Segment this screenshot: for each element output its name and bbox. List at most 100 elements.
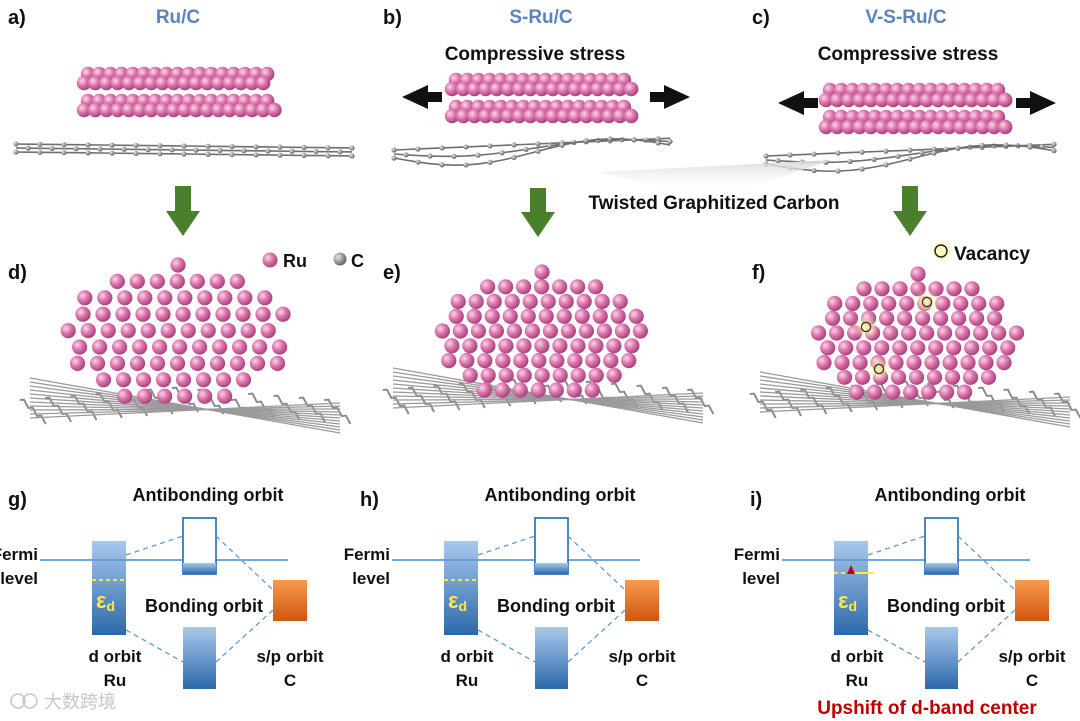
stress-arrow-right-b — [650, 85, 690, 109]
ru-atom — [991, 325, 1007, 341]
correlation-line — [477, 629, 536, 663]
c-atom — [439, 162, 445, 168]
ru-atom — [919, 119, 934, 135]
ru-atom — [470, 323, 486, 339]
c-atom — [463, 162, 469, 168]
ru-atom — [244, 102, 260, 118]
ru-atom — [568, 81, 583, 97]
bonding-level-box — [925, 627, 958, 689]
upshift-label: Upshift of d-band center — [817, 698, 1037, 719]
down-arrow-c — [893, 186, 927, 236]
ru-atom — [910, 266, 926, 282]
ru-atom — [77, 290, 93, 306]
ru-atom — [987, 310, 1003, 326]
c-atom — [325, 153, 331, 159]
ru-atom — [624, 81, 639, 97]
ru-atom — [584, 382, 600, 398]
ru-atom — [260, 323, 276, 339]
ru-atom — [538, 308, 554, 324]
d-orbit-element-label: Ru — [104, 671, 127, 690]
c-atom — [763, 153, 769, 159]
panel-title-a: Ru/C — [156, 7, 201, 28]
c-atom — [277, 144, 283, 150]
c-atom — [229, 143, 235, 150]
ru-atom — [504, 293, 520, 310]
c-atom — [205, 151, 211, 157]
c-atom — [217, 147, 223, 154]
ru-atom — [175, 306, 191, 322]
ru-cluster-f — [811, 266, 1025, 400]
vacancy-glow — [853, 314, 879, 340]
ru-atom — [244, 75, 260, 91]
c-atom — [325, 145, 331, 151]
c-atom — [97, 146, 103, 152]
ru-atom — [556, 108, 572, 124]
ru-atom — [212, 339, 228, 355]
ru-atom — [610, 308, 626, 324]
c-atom — [607, 136, 613, 142]
c-atom — [61, 149, 67, 156]
ru-atom — [908, 369, 925, 385]
ru-atom — [129, 273, 145, 289]
c-atom — [523, 146, 529, 152]
ru-atom — [117, 388, 133, 404]
c-atom — [85, 150, 91, 156]
d-band-bar — [834, 541, 868, 635]
ru-atom — [188, 75, 204, 91]
ru-atom — [157, 388, 173, 404]
ru-atom — [222, 102, 237, 118]
ru-atom — [489, 108, 504, 124]
ru-atom — [978, 355, 994, 371]
ru-atom — [975, 92, 990, 108]
ru-atom — [594, 293, 610, 310]
ru-atom — [863, 119, 878, 135]
ru-atom — [117, 290, 133, 306]
d-orbit-label: d orbit — [89, 647, 142, 666]
ru-atom — [874, 119, 890, 135]
c-atom — [301, 144, 307, 151]
ru-atom — [120, 323, 136, 339]
sp-orbit-label: s/p orbit — [608, 647, 675, 666]
ru-atom — [588, 279, 604, 295]
ru-atom — [498, 338, 514, 354]
ru-atom — [240, 323, 256, 339]
ru-atom — [556, 308, 572, 324]
ru-atom — [157, 290, 173, 306]
ru-atom — [883, 325, 899, 341]
ru-atom — [235, 306, 251, 322]
ru-atom — [209, 355, 226, 371]
ru-atom — [830, 92, 845, 108]
carbon-bond-line — [759, 396, 1071, 413]
legend-vacancy-label: Vacancy — [954, 244, 1030, 265]
carbon-sheet-a — [13, 141, 355, 159]
ru-atom — [552, 367, 568, 383]
ru-atom — [606, 338, 622, 354]
ru-atom — [852, 355, 868, 371]
ru-atom — [137, 290, 153, 306]
d-orbit-label: d orbit — [441, 647, 494, 666]
ru-atom — [76, 75, 92, 91]
watermark: 大数跨境 — [10, 692, 116, 713]
sp-orbit-box — [273, 580, 307, 621]
ru-atom — [121, 102, 136, 118]
ru-atom — [930, 119, 946, 135]
c-atom — [499, 150, 505, 156]
antibonding-label: Antibonding orbit — [133, 485, 284, 505]
ru-atom — [215, 372, 232, 388]
ru-atom — [155, 306, 171, 322]
antibonding-filled — [535, 563, 568, 574]
c-atom — [787, 152, 793, 158]
ru-atom — [955, 325, 971, 341]
ru-atom — [908, 92, 923, 108]
vacancy-glow — [914, 289, 940, 315]
ru-atom — [953, 92, 968, 108]
ru-atom — [531, 353, 547, 369]
ru-atom — [233, 102, 248, 118]
c-atom — [403, 152, 409, 158]
panel-letter: i) — [750, 489, 762, 511]
legend-ru-atom — [262, 252, 278, 268]
ru-atom — [621, 353, 637, 369]
c-atom — [109, 142, 115, 148]
ru-atom — [140, 323, 156, 339]
